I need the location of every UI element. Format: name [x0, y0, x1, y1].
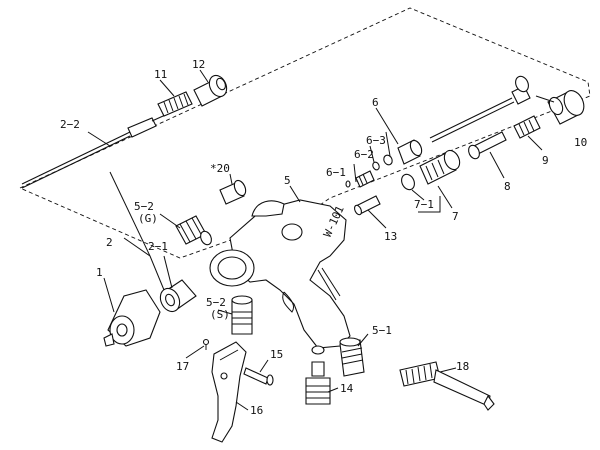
label-2-2: 2−2	[60, 118, 80, 131]
label-6-1: 6−1	[326, 166, 346, 179]
label-14: 14	[340, 382, 354, 395]
needle-6	[429, 75, 531, 143]
air-cap-1	[103, 289, 161, 347]
label-10: 10	[574, 136, 587, 149]
trigger-16	[211, 341, 247, 443]
rod-8	[468, 131, 507, 160]
label-7-1: 7−1	[414, 198, 434, 211]
label-9: 9	[542, 154, 549, 167]
label-17: 17	[176, 360, 189, 373]
spring-9	[513, 115, 541, 139]
label-6-3: 6−3	[366, 134, 386, 147]
label-2: 2	[106, 236, 113, 249]
nozzle-2-1	[159, 279, 197, 313]
label-18: 18	[456, 360, 469, 373]
label-11: 11	[154, 68, 167, 81]
part-labels: 2−2 11 12 6 10 9 8 7 7−1 6−3 6−2 6−1 13 …	[60, 58, 587, 417]
needle-2-2	[21, 111, 173, 189]
label-5-2-g-sub: (G)	[138, 212, 158, 225]
fitting-5-1	[339, 337, 365, 377]
bracket-7	[418, 196, 441, 213]
label-5-1: 5−1	[372, 324, 392, 337]
pin-15	[243, 367, 274, 386]
valve-assembly-6	[345, 139, 423, 188]
fitting-5-2-g	[175, 215, 212, 246]
label-6-2: 6−2	[354, 148, 374, 161]
brush-18	[399, 361, 495, 411]
label-7: 7	[452, 210, 459, 223]
label-13: 13	[384, 230, 397, 243]
label-1: 1	[96, 266, 103, 279]
label-5-2-g: 5−2	[134, 200, 154, 213]
label-2-1: 2−1	[148, 240, 168, 253]
packing-7	[401, 149, 461, 191]
label-12: 12	[192, 58, 205, 71]
label-5-2-s: 5−2	[206, 296, 226, 309]
label-16: 16	[250, 404, 263, 417]
valve-14	[305, 345, 331, 405]
knob-10	[547, 90, 585, 125]
spring-11	[157, 91, 193, 117]
screw-17	[202, 338, 210, 350]
label-20: *20	[210, 162, 230, 175]
leader-lines	[87, 69, 555, 411]
part-20	[219, 179, 247, 205]
label-6: 6	[372, 96, 379, 109]
tube-13	[354, 195, 381, 216]
label-5-2-s-sub: (S)	[210, 308, 230, 321]
fitting-5-2-s	[231, 295, 253, 335]
label-8: 8	[504, 180, 511, 193]
gun-body-5: W-101	[209, 199, 351, 349]
label-5: 5	[284, 174, 291, 187]
label-15: 15	[270, 348, 283, 361]
knob-12	[193, 74, 228, 107]
